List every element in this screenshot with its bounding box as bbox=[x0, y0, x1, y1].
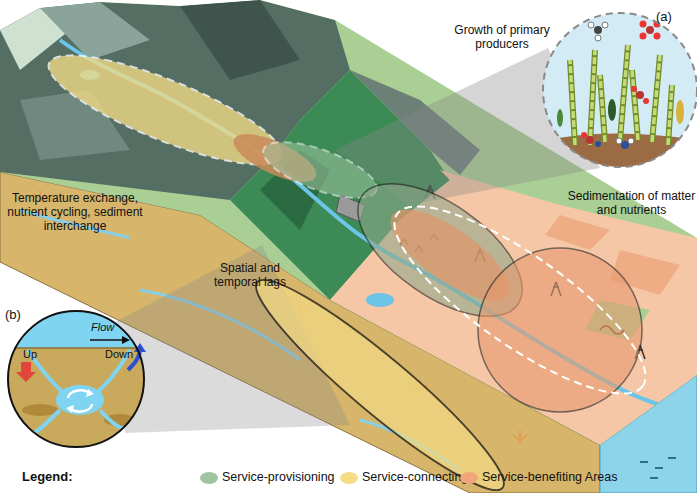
primary-producers-inset-part-part bbox=[640, 21, 647, 28]
circle-outline bbox=[5, 308, 147, 450]
primary-producers-inset-part bbox=[570, 45, 672, 145]
legend-text: Service-benefiting Areas bbox=[482, 470, 618, 484]
primary-producers-inset-part bbox=[676, 100, 684, 124]
primary-producers-inset-part-part bbox=[581, 132, 587, 138]
primary-producers-inset-part-part bbox=[595, 141, 601, 147]
primary-producers-inset-part-part bbox=[640, 33, 647, 40]
hyporheic-inset-part bbox=[28, 350, 135, 436]
primary-producers-inset-part-part bbox=[628, 138, 634, 144]
exchange-arrows-part bbox=[90, 339, 122, 341]
primary-producers-inset-part-part bbox=[631, 86, 637, 92]
legend-swatch bbox=[200, 472, 218, 484]
primary-producers-inset-part bbox=[581, 21, 661, 150]
hyporheic-inset-part bbox=[86, 389, 94, 397]
block-top-face-part bbox=[366, 293, 394, 307]
hyporheic-inset bbox=[5, 308, 147, 450]
primary-producers-inset-part-part bbox=[588, 22, 594, 28]
primary-producers-inset-part-part bbox=[616, 138, 622, 144]
inset-letter: (a) bbox=[656, 10, 672, 25]
primary-producers-inset-part-part bbox=[595, 35, 601, 41]
legend-swatch bbox=[340, 472, 358, 484]
block-top-face-part bbox=[545, 215, 610, 250]
exchange-arrows bbox=[16, 336, 146, 382]
legend-text: Service-connecting bbox=[362, 470, 468, 484]
primary-producers-inset-part-part bbox=[586, 136, 594, 144]
hyporheic-inset-part bbox=[22, 404, 58, 416]
direction-label: Up bbox=[23, 348, 37, 361]
primary-producers-inset-part bbox=[557, 109, 563, 127]
circle-border bbox=[543, 13, 697, 167]
magnifier-circle: (b) FlowUp Down bbox=[5, 308, 147, 450]
block-top-face-part bbox=[40, 2, 150, 60]
primary-producers-inset-part-part bbox=[636, 91, 644, 99]
circle-outline bbox=[540, 10, 697, 170]
primary-producers-inset-part bbox=[608, 99, 616, 121]
process-note: Spatial and temporal lags bbox=[203, 262, 297, 290]
process-note: Sedimentation of matter and nutrients bbox=[566, 190, 697, 218]
legend-swatch bbox=[460, 472, 478, 484]
circle-border bbox=[8, 311, 144, 447]
primary-producers-inset-part-part bbox=[654, 33, 661, 40]
magnifier-circle: (a) bbox=[540, 10, 697, 170]
primary-producers-inset-part bbox=[540, 133, 697, 175]
primary-producers-inset bbox=[540, 10, 697, 175]
hyporheic-inset-part bbox=[5, 308, 147, 450]
primary-producers-inset-part-part bbox=[594, 26, 602, 34]
primary-producers-inset-part-part bbox=[646, 26, 654, 34]
sea-face-part bbox=[640, 458, 676, 478]
block-top-face-part bbox=[180, 0, 300, 80]
process-note: Growth of primary producers bbox=[452, 24, 552, 52]
primary-producers-inset-part-part bbox=[602, 22, 608, 28]
legend-text: Service-provisioning bbox=[222, 470, 335, 484]
hyporheic-inset-part bbox=[66, 405, 74, 413]
legend-heading: Legend: bbox=[22, 470, 73, 485]
direction-label: Down bbox=[105, 348, 133, 361]
inset-letter: (b) bbox=[5, 308, 21, 323]
service-areas-part bbox=[239, 261, 520, 493]
hyporheic-inset-part bbox=[56, 385, 104, 415]
exchange-arrows-part bbox=[16, 362, 36, 382]
flow-label: Flow bbox=[91, 321, 114, 334]
primary-producers-inset-part bbox=[570, 45, 672, 145]
process-note: Temperature exchange, nutrient cycling, … bbox=[0, 192, 150, 233]
hyporheic-inset-part bbox=[5, 308, 147, 348]
primary-producers-inset-part-part bbox=[643, 98, 649, 104]
